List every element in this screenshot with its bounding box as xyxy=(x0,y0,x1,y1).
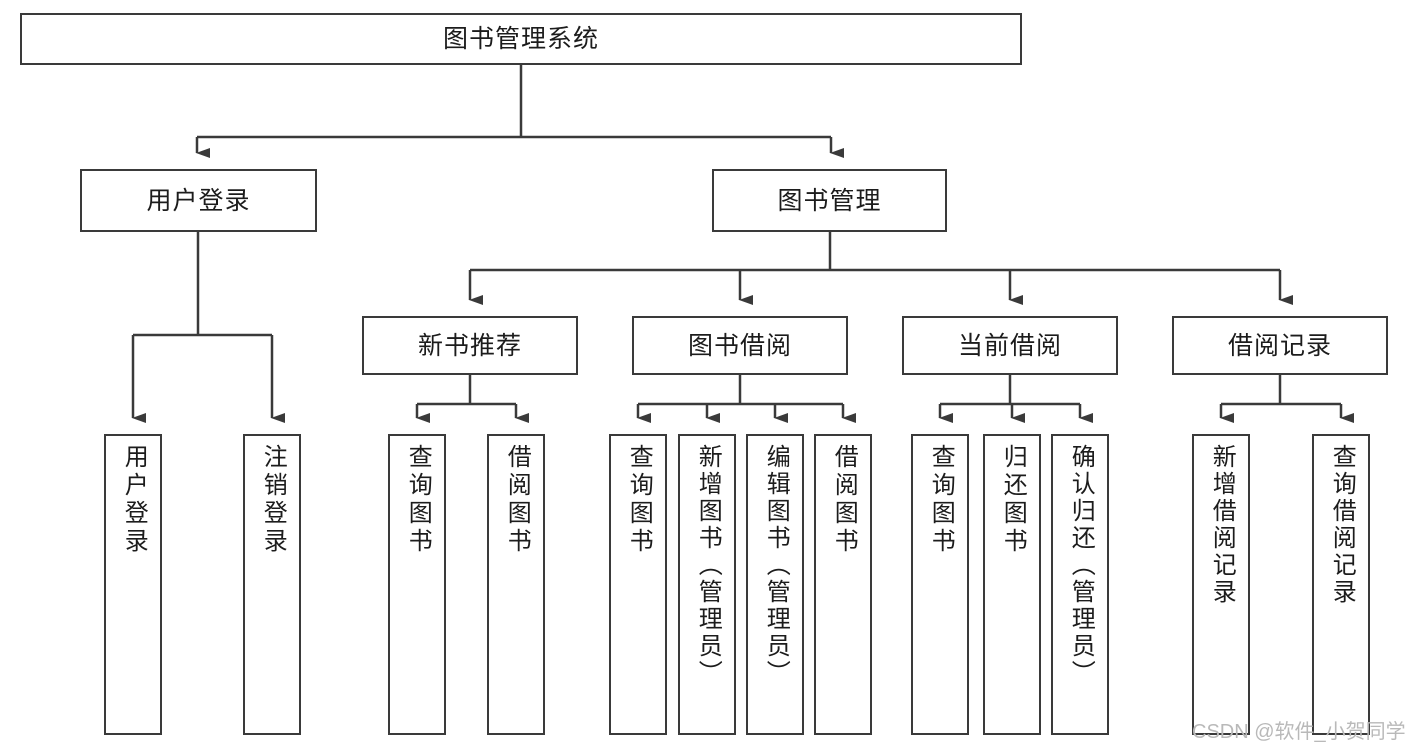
leaf-edit-book-admin[interactable]: 编辑图书（管理员） xyxy=(746,434,804,735)
node-label: 用户登录 xyxy=(120,444,148,556)
leaf-return-book[interactable]: 归还图书 xyxy=(983,434,1041,735)
leaf-confirm-return-admin[interactable]: 确认归还（管理员） xyxy=(1051,434,1109,735)
node-label: 借阅图书 xyxy=(830,444,858,556)
node-label: 编辑图书（管理员） xyxy=(762,444,790,687)
node-label: 查询图书 xyxy=(625,444,653,556)
node-label: 图书管理 xyxy=(777,186,882,215)
node-label: 归还图书 xyxy=(999,444,1027,556)
leaf-query-book-current[interactable]: 查询图书 xyxy=(911,434,969,735)
node-label: 查询借阅记录 xyxy=(1328,444,1356,606)
node-level3-current-borrow[interactable]: 当前借阅 xyxy=(902,316,1118,375)
node-label: 新增图书（管理员） xyxy=(694,444,722,687)
csdn-watermark: CSDN @软件_小贺同学 xyxy=(1192,721,1405,743)
leaf-add-book-admin[interactable]: 新增图书（管理员） xyxy=(678,434,736,735)
leaf-query-borrow-record[interactable]: 查询借阅记录 xyxy=(1312,434,1370,735)
node-label: 新增借阅记录 xyxy=(1208,444,1236,606)
node-root[interactable]: 图书管理系统 xyxy=(20,13,1022,65)
node-level3-book-borrow[interactable]: 图书借阅 xyxy=(632,316,848,375)
node-label: 确认归还（管理员） xyxy=(1067,444,1095,687)
leaf-borrow-book-newbook[interactable]: 借阅图书 xyxy=(487,434,545,735)
node-label: 新书推荐 xyxy=(417,331,522,360)
leaf-query-book-newbook[interactable]: 查询图书 xyxy=(388,434,446,735)
node-level3-borrow-record[interactable]: 借阅记录 xyxy=(1172,316,1388,375)
node-level2-book-management[interactable]: 图书管理 xyxy=(712,169,947,232)
node-label: 当前借阅 xyxy=(957,331,1062,360)
node-root-label: 图书管理系统 xyxy=(442,25,599,53)
leaf-user-login[interactable]: 用户登录 xyxy=(104,434,162,735)
leaf-add-borrow-record[interactable]: 新增借阅记录 xyxy=(1192,434,1250,735)
node-label: 注销登录 xyxy=(259,444,287,556)
node-level3-new-book-recommend[interactable]: 新书推荐 xyxy=(362,316,578,375)
node-label: 图书借阅 xyxy=(687,331,792,360)
leaf-lend-book[interactable]: 借阅图书 xyxy=(814,434,872,735)
node-label: 查询图书 xyxy=(404,444,432,556)
leaf-query-book-borrow[interactable]: 查询图书 xyxy=(609,434,667,735)
leaf-user-logout[interactable]: 注销登录 xyxy=(243,434,301,735)
node-label: 查询图书 xyxy=(927,444,955,556)
node-label: 用户登录 xyxy=(146,186,251,215)
node-label: 借阅图书 xyxy=(503,444,531,556)
node-level2-user-login[interactable]: 用户登录 xyxy=(80,169,317,232)
node-label: 借阅记录 xyxy=(1227,331,1332,360)
